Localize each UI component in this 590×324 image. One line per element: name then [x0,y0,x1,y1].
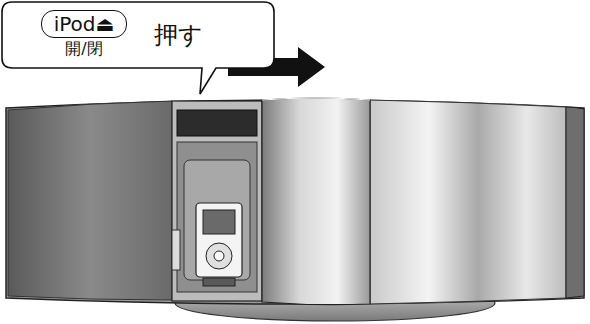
button-name: iPod⏏ [41,10,128,38]
button-label: iPod⏏開/閉 [28,10,140,64]
instruction-text: 押す [154,19,203,51]
button-caption: 開/閉 [65,38,102,60]
bubble-outline [2,2,274,68]
bubble-shape [2,2,274,94]
callout-bubble: 押す iPod⏏開/閉 [2,2,274,68]
